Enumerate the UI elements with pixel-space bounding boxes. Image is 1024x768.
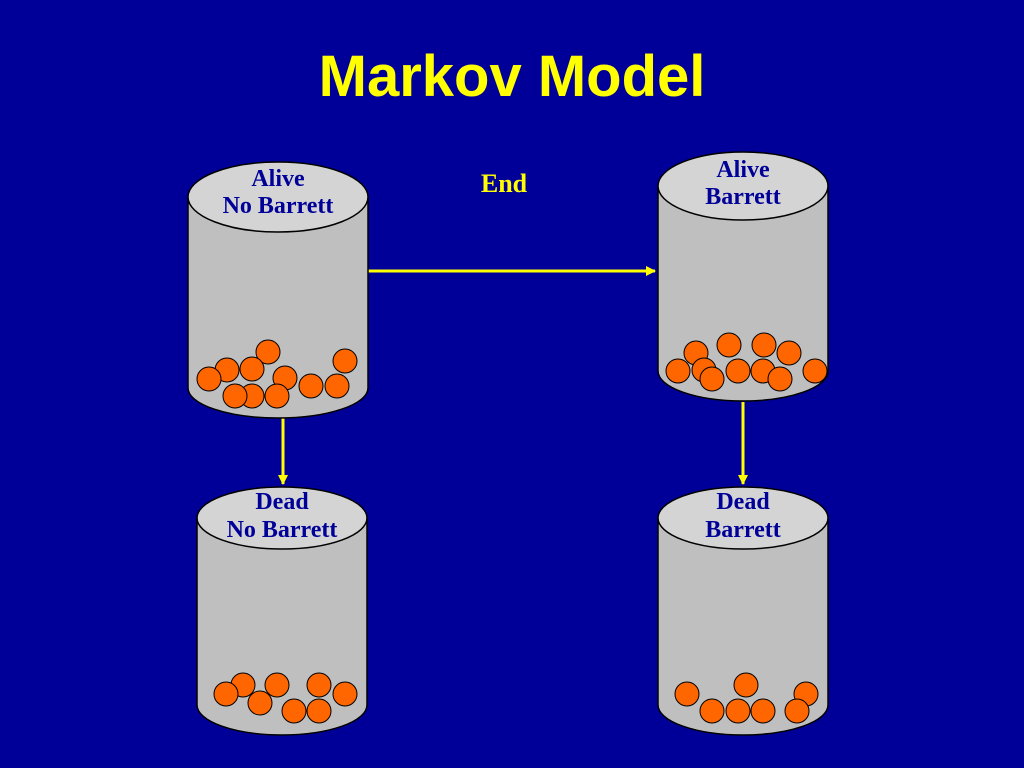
ball-group (196, 339, 358, 409)
transitions (278, 266, 748, 485)
slide-title: Markov Model (318, 44, 706, 109)
cylinder-top (187, 161, 369, 233)
state-label-line2: Barrett (705, 517, 781, 543)
ball (733, 672, 759, 698)
ball (716, 332, 742, 358)
state-label-line1: Alive (251, 166, 305, 192)
cylinder-top (196, 486, 368, 550)
state-alive-barrett: Alive Barrett (657, 151, 829, 402)
ball (699, 698, 725, 724)
ball (264, 672, 290, 698)
ball (750, 698, 776, 724)
ball (699, 366, 725, 392)
state-label-line2: No Barrett (223, 193, 334, 219)
ball (725, 698, 751, 724)
cylinder-body (657, 517, 829, 736)
state-label-line1: Alive (716, 157, 770, 183)
ball (264, 383, 290, 409)
ball (306, 698, 332, 724)
ball-group (674, 672, 819, 724)
ball (306, 672, 332, 698)
ball (332, 681, 358, 707)
ball (674, 681, 700, 707)
end-label: End (480, 169, 528, 198)
cylinder-top (657, 151, 829, 221)
ball (751, 332, 777, 358)
state-label-line1: Dead (255, 489, 309, 515)
ball-group (213, 672, 358, 724)
state-dead-no-barrett: Dead No Barrett (196, 486, 368, 736)
ball (281, 698, 307, 724)
ball (776, 340, 802, 366)
state-alive-no-barrett: Alive No Barrett (187, 161, 369, 419)
ball (213, 681, 239, 707)
ball (802, 358, 828, 384)
ball (239, 356, 265, 382)
ball (324, 373, 350, 399)
ball (767, 366, 793, 392)
ball (222, 383, 248, 409)
ball (784, 698, 810, 724)
ball (332, 348, 358, 374)
state-dead-barrett: Dead Barrett (657, 486, 829, 736)
ball (247, 690, 273, 716)
state-label-line2: Barrett (705, 184, 781, 210)
state-label-line2: No Barrett (227, 517, 338, 543)
ball (255, 339, 281, 365)
ball-group (665, 332, 828, 392)
cylinder-top (657, 486, 829, 550)
ball (298, 373, 324, 399)
ball (665, 358, 691, 384)
state-label-line1: Dead (716, 489, 770, 515)
ball (725, 358, 751, 384)
ball (196, 366, 222, 392)
